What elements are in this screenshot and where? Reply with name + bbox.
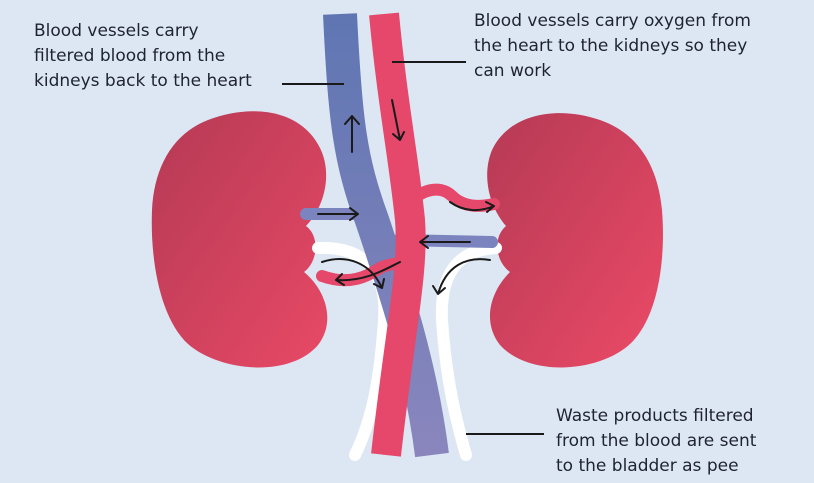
right-ureter	[442, 248, 496, 455]
waste-label: Waste products filtered from the blood a…	[556, 404, 806, 479]
supply-vessels-label: Blood vessels carry oxygen from the hear…	[474, 9, 794, 84]
right-kidney	[487, 113, 663, 367]
left-kidney	[152, 111, 328, 367]
return-vessels-label: Blood vessels carry filtered blood from …	[34, 19, 284, 94]
